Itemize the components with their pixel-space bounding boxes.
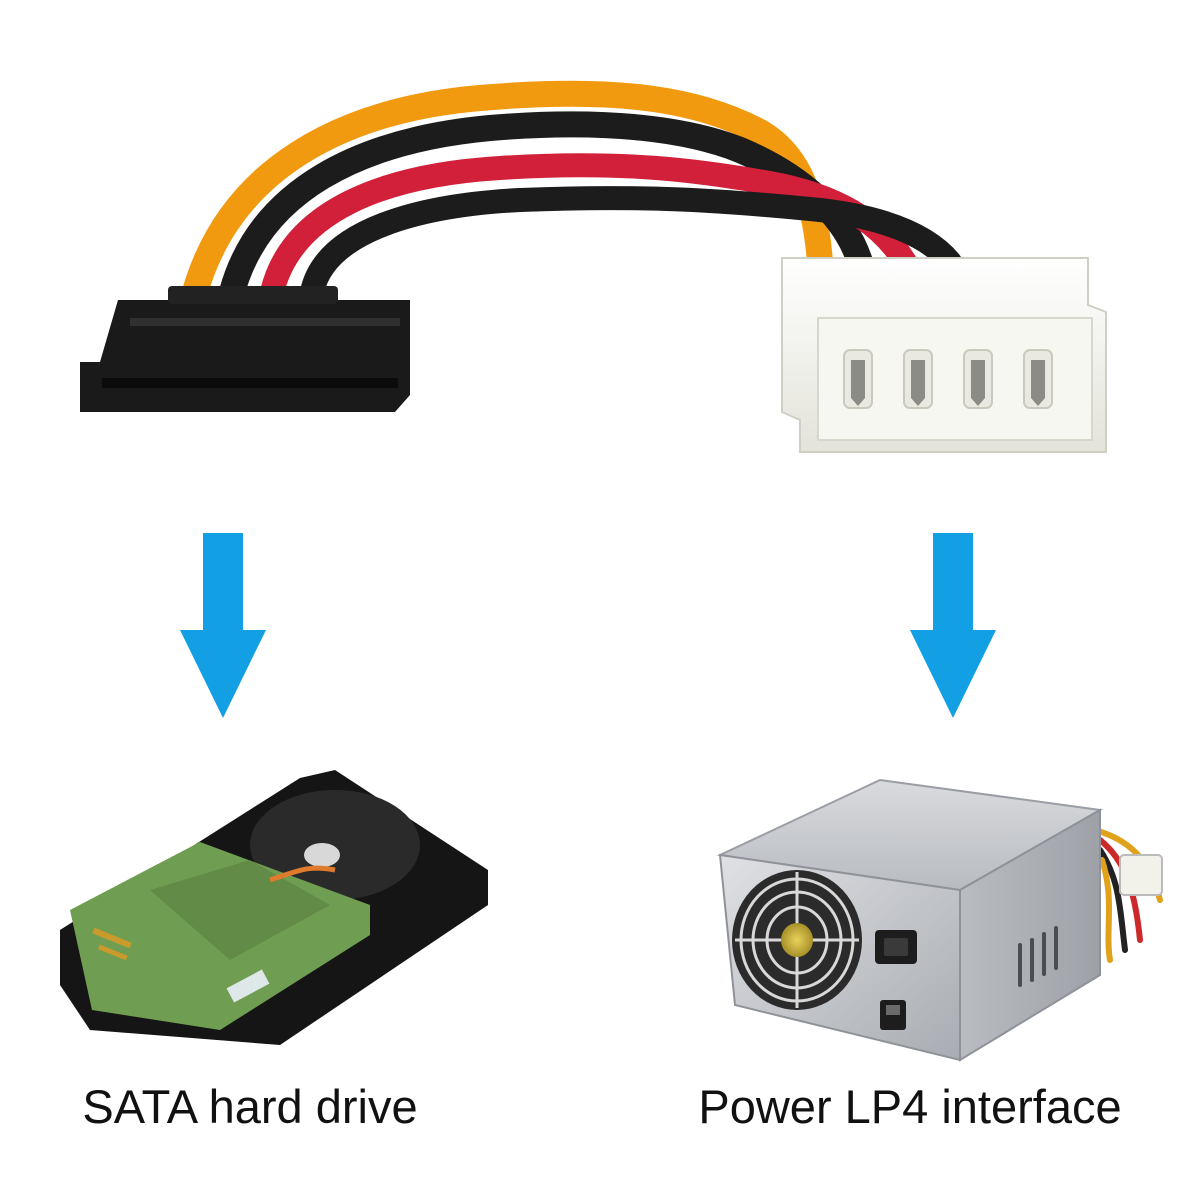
hard-drive-icon bbox=[60, 770, 488, 1045]
hdd-pcb-shade bbox=[150, 860, 330, 960]
molex-pin bbox=[1031, 360, 1045, 406]
molex-pin bbox=[851, 360, 865, 406]
hdd-spindle bbox=[304, 843, 340, 867]
arrow-down-icon-right bbox=[910, 533, 996, 718]
molex-pin bbox=[971, 360, 985, 406]
arrow-down-icon-left bbox=[180, 533, 266, 718]
molex-face bbox=[817, 317, 1093, 441]
sata-plug-body bbox=[80, 300, 410, 412]
wire-black-2 bbox=[300, 186, 962, 304]
hdd-label bbox=[226, 969, 270, 1003]
hdd-ribbon bbox=[269, 865, 336, 883]
hdd-connector-pins bbox=[92, 927, 132, 961]
sata-power-connector-icon bbox=[80, 286, 410, 412]
molex-pins bbox=[843, 349, 1053, 409]
molex-lp4-connector-icon bbox=[781, 257, 1107, 453]
sata-plug-ridge bbox=[130, 318, 400, 326]
power-supply-icon bbox=[716, 778, 1163, 1062]
label-sata-hard-drive: SATA hard drive bbox=[82, 1080, 418, 1133]
psu-vents bbox=[1018, 926, 1058, 987]
psu-fan bbox=[732, 870, 862, 1010]
sata-to-molex-cable-icon bbox=[182, 80, 962, 305]
sata-plug-top bbox=[168, 286, 338, 304]
sata-plug-slot bbox=[102, 378, 398, 388]
label-power-lp4-interface: Power LP4 interface bbox=[698, 1080, 1122, 1133]
molex-pin bbox=[911, 360, 925, 406]
psu-cable-bundle bbox=[1092, 827, 1163, 963]
